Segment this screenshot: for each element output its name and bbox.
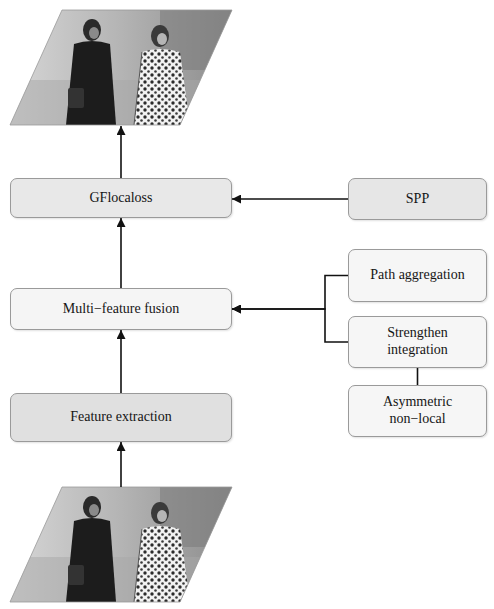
- input-arrow: [120, 442, 122, 487]
- box-label: Multi−feature fusion: [63, 301, 179, 318]
- flow-arrow: [232, 309, 348, 342]
- output-arrow: [120, 126, 122, 178]
- flow-arrow: [232, 198, 348, 200]
- text-holder: Feature extraction: [62, 409, 179, 426]
- module-box: SPP: [348, 178, 487, 220]
- text-holder: Multi−feature fusion: [55, 301, 187, 318]
- text-holder: Path aggregation: [362, 267, 472, 284]
- module-box: Asymmetric non−local: [348, 385, 487, 437]
- flow-arrow: [120, 330, 122, 393]
- box-label: Strengthen integration: [357, 325, 478, 358]
- box-label: Feature extraction: [70, 409, 171, 426]
- box-label: GFlocaloss: [90, 190, 153, 207]
- output-photo: [10, 10, 232, 125]
- process-box: Feature extraction: [10, 393, 232, 442]
- input-photo: [10, 487, 232, 602]
- box-label: Path aggregation: [370, 267, 464, 284]
- flow-arrow: [120, 218, 122, 288]
- text-holder: Asymmetric non−local: [349, 394, 486, 427]
- text-holder: SPP: [398, 191, 437, 208]
- module-box: Path aggregation: [348, 249, 487, 302]
- module-box: Strengthen integration: [348, 316, 487, 368]
- loss-box: GFlocaloss: [10, 178, 232, 218]
- flow-arrow: [232, 276, 348, 310]
- text-holder: GFlocaloss: [82, 190, 161, 207]
- box-label: SPP: [406, 191, 429, 208]
- box-label: Asymmetric non−local: [357, 394, 478, 427]
- text-holder: Strengthen integration: [349, 325, 486, 358]
- fusion-box: Multi−feature fusion: [10, 288, 232, 330]
